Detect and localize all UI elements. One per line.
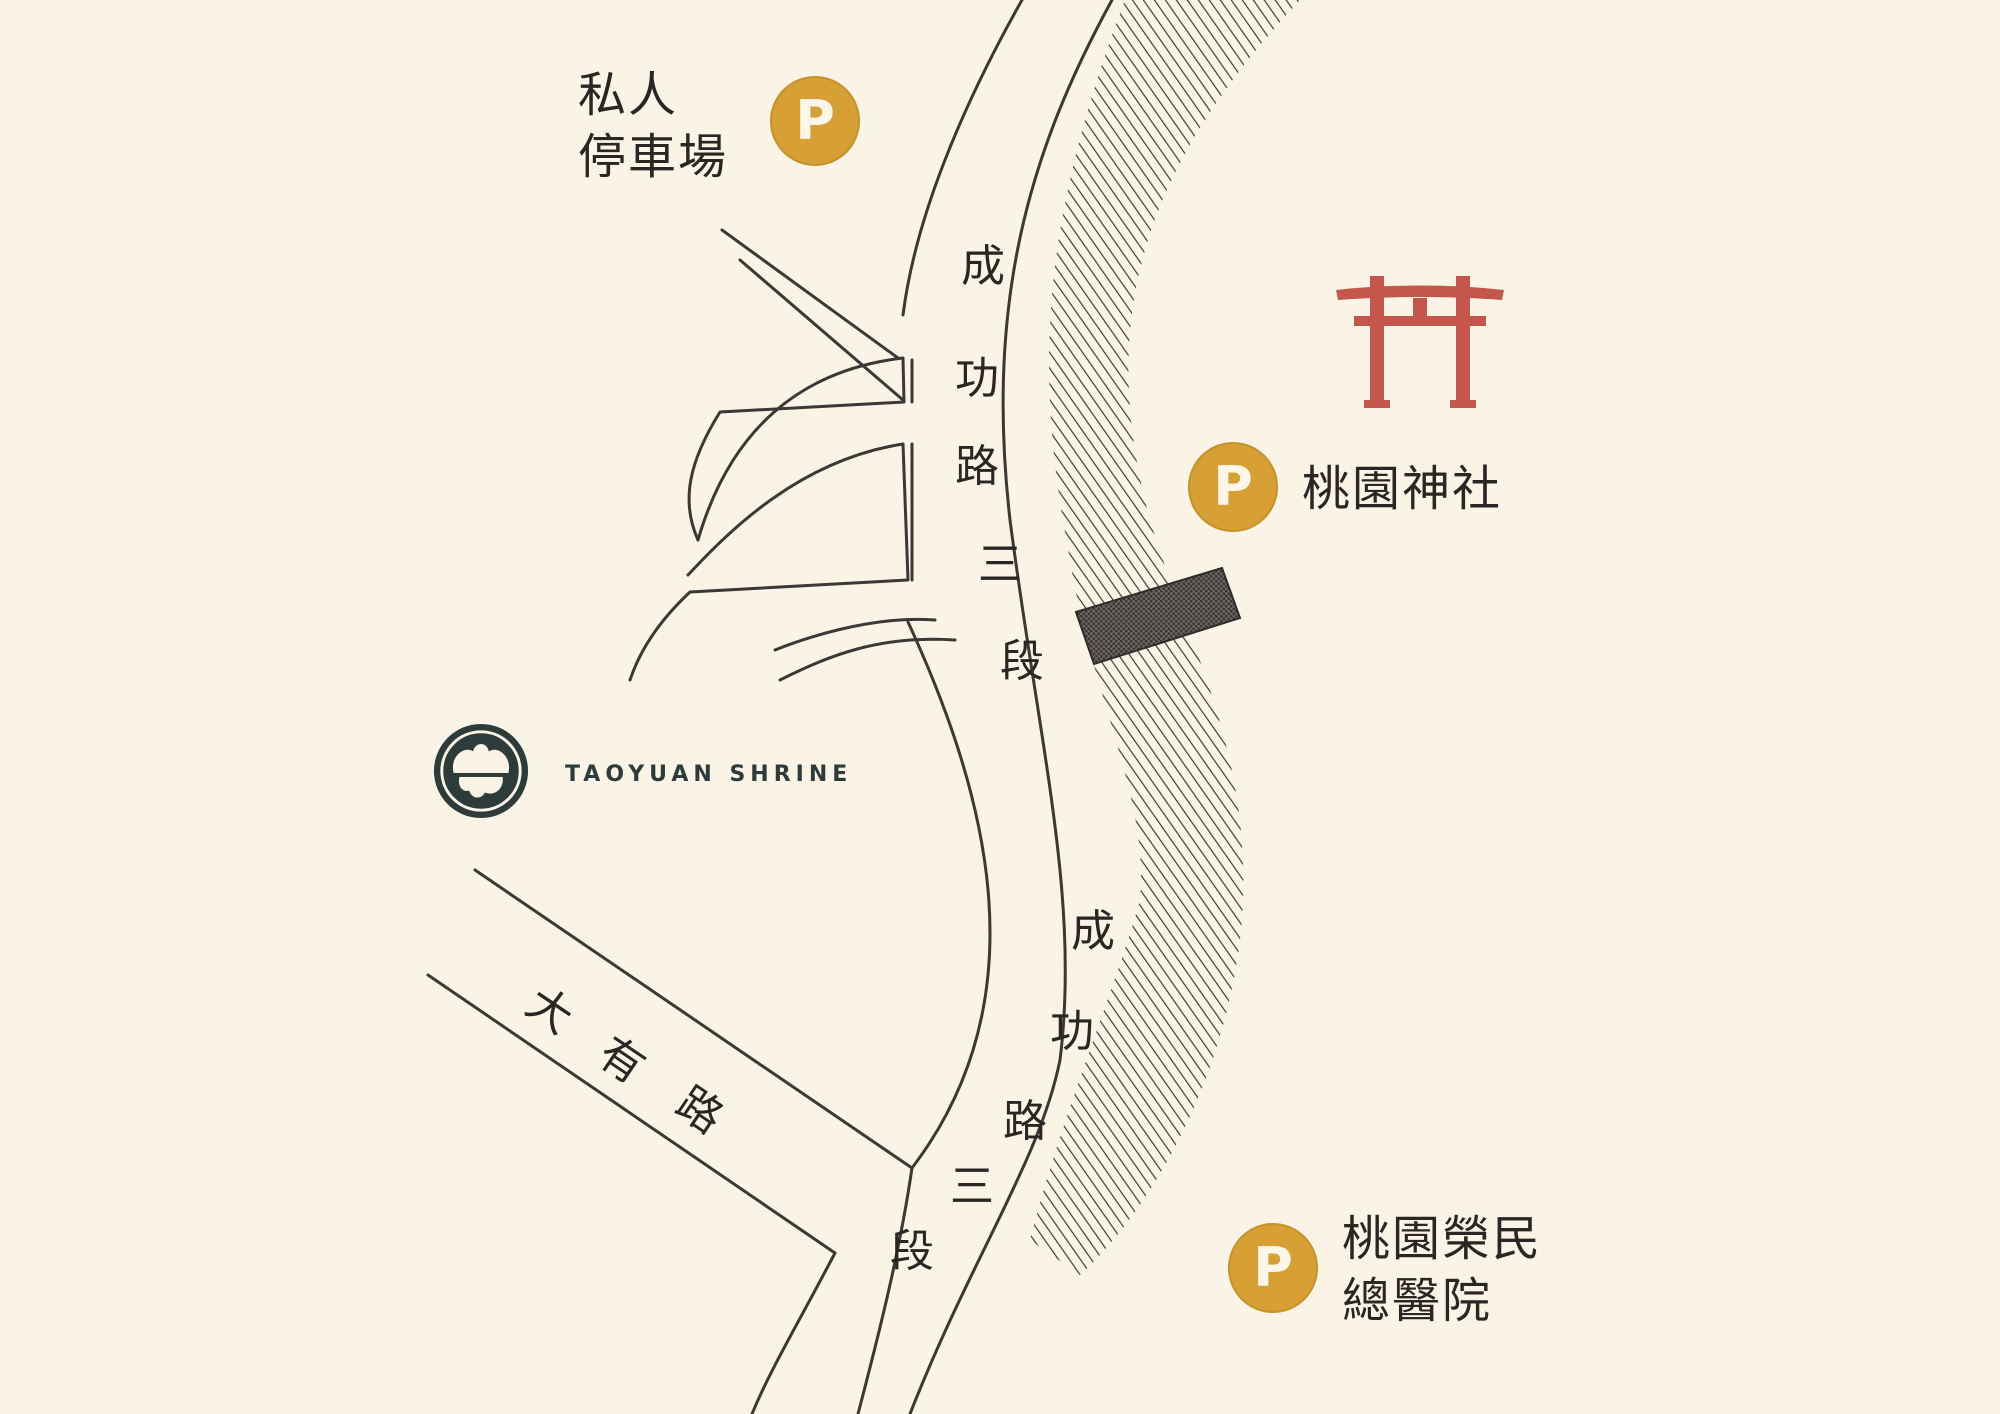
brand-name: TAOYUAN SHRINE bbox=[565, 762, 853, 787]
road-label-chenggong-lower-4: 三 bbox=[950, 1161, 994, 1212]
road-edge bbox=[687, 356, 906, 542]
road-label-chenggong-lower-1: 成 bbox=[1071, 906, 1115, 957]
road-edge bbox=[628, 442, 910, 682]
private-parking-label: 私人 停車場 bbox=[578, 67, 729, 185]
parking-icon[interactable]: P bbox=[770, 76, 860, 166]
torii-gate-icon bbox=[1336, 276, 1504, 408]
road-edge bbox=[906, 620, 992, 1170]
road-label-chenggong-upper-4: 三 bbox=[978, 539, 1022, 590]
shrine-crest-icon bbox=[433, 723, 529, 819]
road-edge bbox=[778, 637, 957, 682]
road-label-chenggong-lower-5: 段 bbox=[890, 1226, 934, 1277]
road-edge bbox=[686, 442, 905, 577]
parking-icon[interactable]: P bbox=[1188, 442, 1278, 532]
road-edge bbox=[901, 0, 1024, 317]
road-label-chenggong-upper-5: 段 bbox=[1000, 636, 1044, 687]
road-label-chenggong-upper-3: 路 bbox=[955, 441, 999, 492]
road-edge bbox=[473, 868, 914, 1170]
bridge bbox=[1074, 566, 1242, 666]
road-edge bbox=[773, 617, 937, 652]
road-edge bbox=[696, 356, 905, 542]
road-edge bbox=[426, 973, 837, 1255]
road-edge bbox=[856, 1166, 914, 1414]
road-edge bbox=[720, 228, 900, 360]
shrine-label: 桃園神社 bbox=[1302, 461, 1503, 517]
road-label-chenggong-upper-2: 功 bbox=[955, 353, 999, 404]
road-edge bbox=[738, 258, 905, 402]
hospital-label: 桃園榮民 總醫院 bbox=[1342, 1211, 1543, 1329]
road-label-chenggong-lower-2: 功 bbox=[1050, 1006, 1094, 1057]
road-label-chenggong-lower-3: 路 bbox=[1003, 1096, 1047, 1147]
road-edge bbox=[908, 0, 1114, 1414]
road-label-chenggong-upper-1: 成 bbox=[961, 241, 1005, 292]
road-edge bbox=[750, 1251, 837, 1414]
parking-icon[interactable]: P bbox=[1228, 1223, 1318, 1313]
